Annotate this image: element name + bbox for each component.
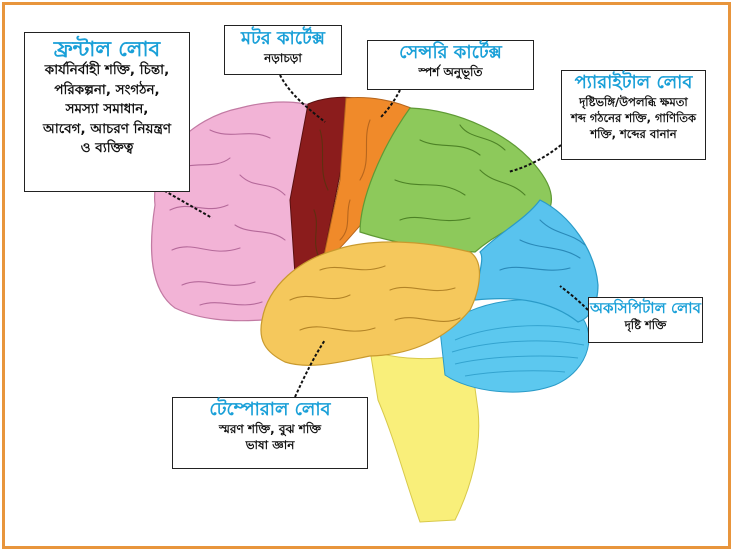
temporal-lobe-title: টেম্পোরাল লোব (173, 400, 367, 421)
sensory-cortex-line-1: স্পর্শ অনুভূতি (368, 64, 533, 81)
frontal-lobe-line-1: কার্যনির্বাহী শক্তি, চিন্তা, (25, 61, 189, 81)
parietal-lobe-label: প্যারাইটাল লোব দৃষ্টিভঙ্গি/উপলব্ধি ক্ষমত… (561, 70, 706, 160)
occipital-lobe-label: অকসিপিটাল লোব দৃষ্টি শক্তি (588, 297, 703, 343)
frontal-lobe-line-3: সমস্যা সমাধান, (25, 100, 189, 120)
motor-cortex-line-1: নড়াচড়া (225, 50, 341, 67)
sensory-cortex-label: সেন্সরি কার্টেক্স স্পর্শ অনুভূতি (367, 40, 534, 90)
parietal-lobe-line-1: দৃষ্টিভঙ্গি/উপলব্ধি ক্ষমতা (562, 94, 705, 110)
motor-cortex-title: মটর কার্টেক্স (225, 29, 341, 50)
occipital-lobe-title: অকসিপিটাল লোব (589, 300, 702, 317)
parietal-lobe-line-2: শব্দ গঠনের শক্তি, গাণিতিক (562, 110, 705, 126)
frontal-lobe-line-5: ও ব্যক্তিত্ব (25, 139, 189, 159)
motor-cortex-label: মটর কার্টেক্স নড়াচড়া (224, 25, 342, 75)
frontal-lobe-line-2: পরিকল্পনা, সংগঠন, (25, 81, 189, 101)
temporal-lobe-label: টেম্পোরাল লোব স্মরণ শক্তি, বুঝ শক্তি ভাষ… (172, 397, 368, 469)
sensory-cortex-title: সেন্সরি কার্টেক্স (368, 43, 533, 64)
parietal-lobe-title: প্যারাইটাল লোব (562, 73, 705, 94)
temporal-lobe-line-1: স্মরণ শক্তি, বুঝ শক্তি (173, 421, 367, 437)
parietal-lobe-line-3: শক্তি, শব্দের বানান (562, 126, 705, 142)
frontal-lobe-line-4: আবেগ, আচরণ নিয়ন্ত্রণ (25, 120, 189, 140)
frontal-lobe-label: ফ্রন্টাল লোব কার্যনির্বাহী শক্তি, চিন্তা… (24, 32, 190, 192)
frontal-lobe-title: ফ্রন্টাল লোব (25, 37, 189, 61)
occipital-lobe-line-1: দৃষ্টি শক্তি (589, 317, 702, 334)
temporal-lobe-line-2: ভাষা জ্ঞান (173, 437, 367, 453)
